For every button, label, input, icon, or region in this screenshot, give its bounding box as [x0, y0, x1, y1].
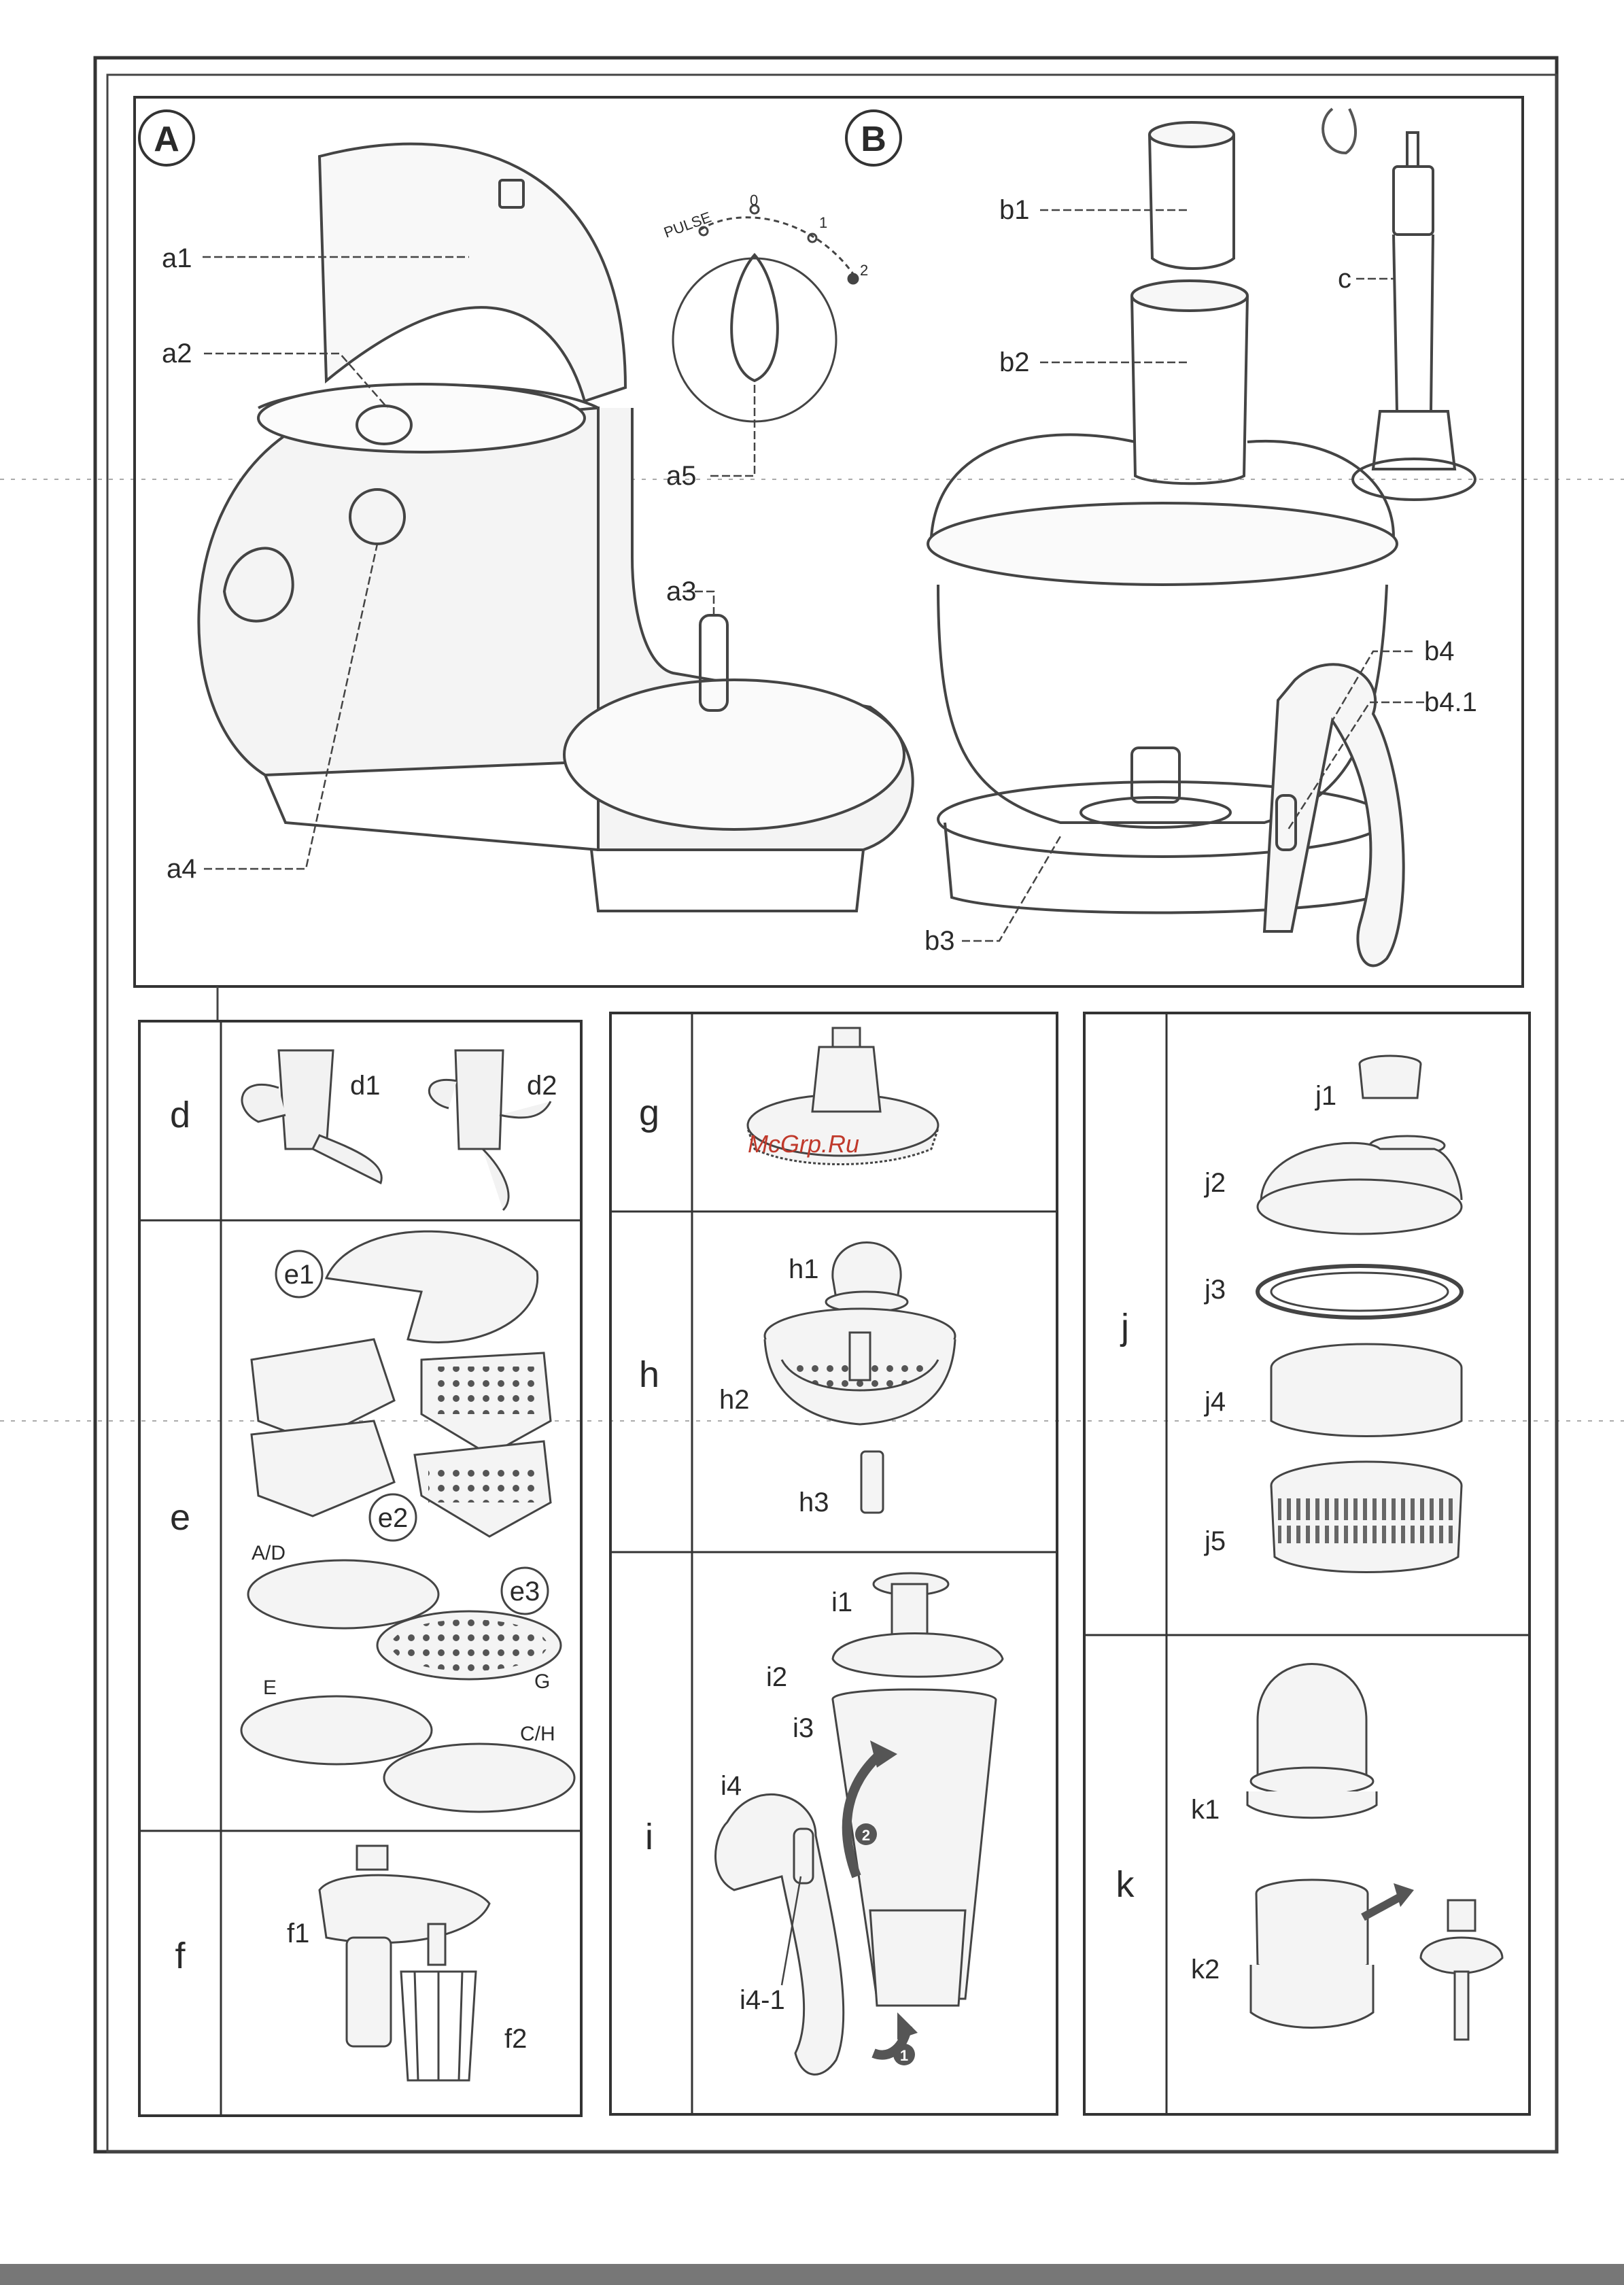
panel-b-badge-label: B [861, 120, 886, 159]
label-i2: i2 [766, 1662, 787, 1692]
label-a2: a2 [162, 339, 192, 368]
section-e-letter: e [170, 1497, 190, 1538]
section-f-letter: f [175, 1936, 186, 1976]
label-b4: b4 [1424, 636, 1455, 666]
label-e1: e1 [284, 1260, 315, 1290]
label-disc-g: G [534, 1670, 550, 1693]
label-k2: k2 [1191, 1955, 1220, 1985]
label-b2: b2 [999, 347, 1030, 377]
label-a5: a5 [666, 461, 697, 491]
label-disc-e: E [263, 1677, 277, 1699]
label-e3: e3 [510, 1577, 540, 1607]
chopping-blades [242, 1050, 551, 1210]
label-f1: f1 [287, 1919, 309, 1948]
speed-dial [673, 205, 858, 422]
step-2-badge: 2 [862, 1827, 870, 1844]
panel-b-badge: B [846, 111, 901, 165]
label-b4-1: b4.1 [1424, 687, 1477, 717]
label-i4: i4 [721, 1771, 742, 1801]
label-b1: b1 [999, 195, 1030, 225]
label-a1: a1 [162, 243, 192, 273]
label-h1: h1 [789, 1254, 819, 1284]
dial-mark-0: 0 [750, 192, 758, 209]
label-a3: a3 [666, 577, 697, 606]
watermark: McGrp.Ru [748, 1130, 859, 1158]
label-f2: f2 [504, 2024, 527, 2054]
section-j-letter: j [1120, 1307, 1129, 1347]
label-i4-1: i4-1 [740, 1985, 785, 2015]
label-j5: j5 [1204, 1526, 1226, 1556]
label-j4: j4 [1204, 1387, 1226, 1417]
label-h2: h2 [719, 1385, 750, 1415]
section-k-letter: k [1116, 1864, 1135, 1905]
label-j3: j3 [1204, 1275, 1226, 1305]
label-c: c [1338, 264, 1351, 294]
section-h-letter: h [639, 1354, 659, 1395]
label-j2: j2 [1204, 1168, 1226, 1198]
food-processor-base [198, 144, 912, 911]
step-1-badge: 1 [900, 2047, 908, 2064]
label-i1: i1 [831, 1587, 852, 1617]
label-d2: d2 [527, 1071, 557, 1101]
dial-mark-2: 2 [860, 262, 868, 279]
dial-mark-1: 1 [819, 214, 827, 231]
label-k1: k1 [1191, 1795, 1220, 1825]
label-h3: h3 [799, 1488, 829, 1517]
dial-mark-pulse: PULSE [661, 209, 713, 241]
label-d1: d1 [350, 1071, 381, 1101]
label-b3: b3 [925, 926, 955, 956]
section-i-letter: i [645, 1817, 653, 1857]
label-e2: e2 [378, 1503, 409, 1533]
beater-attachment [319, 1846, 489, 2080]
juice-extractor-parts [1258, 1056, 1462, 1573]
panel-a-badge-label: A [154, 120, 179, 159]
label-i3: i3 [793, 1713, 814, 1743]
label-a4: a4 [167, 854, 197, 884]
drive-shaft [1353, 133, 1475, 500]
bowl-assembly [928, 122, 1404, 965]
grinder-mill [1247, 1664, 1502, 2040]
label-disc-a-d: A/D [252, 1542, 286, 1564]
label-j1: j1 [1315, 1081, 1336, 1111]
section-g-letter: g [639, 1093, 659, 1133]
panel-a-badge: A [139, 111, 194, 165]
section-d-letter: d [170, 1095, 190, 1135]
label-disc-c-h: C/H [520, 1723, 555, 1745]
